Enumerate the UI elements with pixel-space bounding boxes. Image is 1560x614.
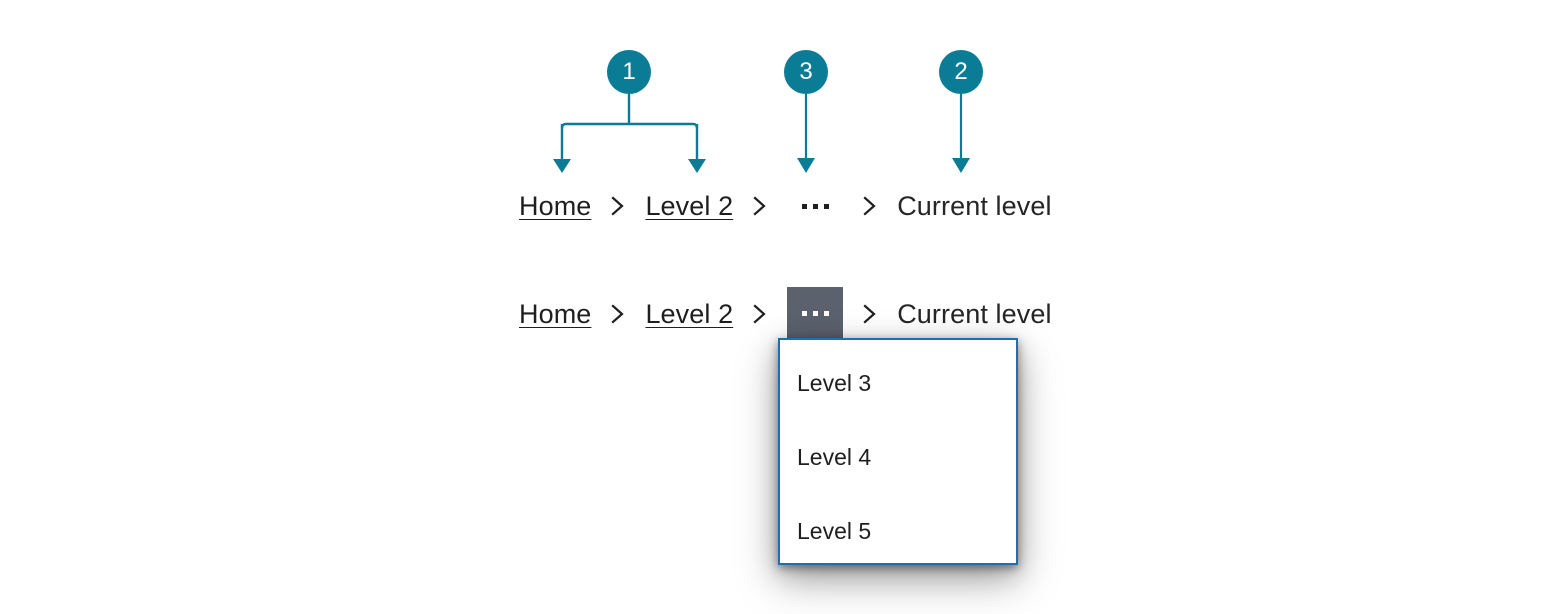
dropdown-item-level-5[interactable]: Level 5 [797, 518, 872, 544]
breadcrumb-top: Home Level 2 Current level [519, 186, 1052, 226]
breadcrumb-overflow-dropdown: Level 3 Level 4 Level 5 [778, 338, 1018, 565]
breadcrumb-current-level: Current level [897, 191, 1052, 221]
ellipsis-icon [801, 203, 829, 209]
chevron-right-icon [610, 294, 626, 334]
chevron-right-icon [752, 186, 768, 226]
callout-badge-2: 2 [939, 50, 983, 94]
breadcrumb-link-level-2[interactable]: Level 2 [645, 191, 734, 221]
breadcrumb-bottom: Home Level 2 Current level [519, 287, 1052, 340]
arrowhead-level2 [688, 159, 706, 173]
dropdown-panel: Level 3 Level 4 Level 5 [778, 338, 1018, 565]
chevron-right-icon [862, 294, 878, 334]
callout-badge-1: 1 [607, 50, 651, 94]
arrowhead-home [553, 159, 571, 173]
breadcrumb-overflow-ellipsis-button[interactable] [787, 186, 843, 226]
callout-badge-3: 3 [784, 50, 828, 94]
breadcrumb-link-level-2[interactable]: Level 2 [645, 299, 734, 329]
arrowhead-current-level [952, 158, 970, 173]
breadcrumb-link-home[interactable]: Home [519, 299, 592, 329]
dropdown-item-level-3[interactable]: Level 3 [797, 370, 872, 396]
connector-callout-1 [560, 94, 699, 160]
breadcrumb-current-level: Current level [897, 299, 1052, 329]
arrowhead-ellipsis [797, 158, 815, 173]
chevron-right-icon [862, 186, 878, 226]
breadcrumb-overflow-ellipsis-button-active[interactable] [787, 287, 844, 340]
dropdown-item-level-4[interactable]: Level 4 [797, 444, 872, 470]
ellipsis-icon [801, 311, 829, 316]
breadcrumb-link-home[interactable]: Home [519, 191, 592, 221]
chevron-right-icon [752, 294, 768, 334]
chevron-right-icon [610, 186, 626, 226]
